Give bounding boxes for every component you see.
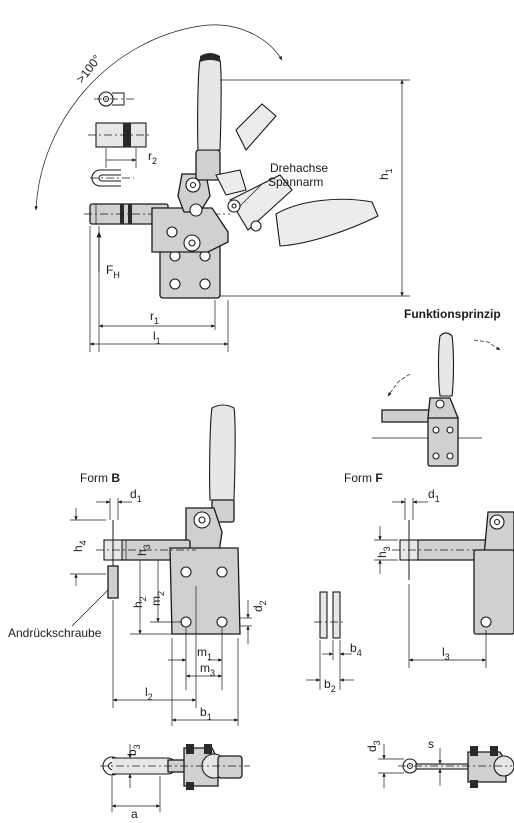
handle-closed [195, 53, 222, 181]
form-b-view: Form B d1 h4 h3 [8, 404, 268, 726]
m3-label: m3 [200, 661, 215, 678]
a-label: a [131, 807, 138, 821]
principle-arrow-left [387, 373, 411, 397]
form-f-top-view: d3 s [365, 737, 514, 788]
h2-label: h2 [131, 596, 148, 608]
h3f-label: h3 [375, 546, 392, 558]
form-b-handle [209, 404, 236, 501]
d3-label: d3 [365, 740, 382, 752]
principle-title: Funktionsprinzip [404, 307, 501, 321]
b3-label: b3 [125, 744, 142, 756]
l3-label: l3 [442, 645, 450, 662]
form-b-top-view: b3 a [100, 744, 250, 821]
main-view: >100° r2 [34, 24, 410, 352]
b4-label: b4 [350, 641, 362, 658]
form-f-view: Form F d1 h3 l3 [344, 471, 514, 668]
d1-label: d1 [130, 487, 142, 504]
m1-label: m1 [197, 645, 212, 662]
b2-label: b2 [324, 677, 336, 694]
handle-open-ghost [215, 103, 379, 247]
h1-label: h1 [377, 168, 394, 180]
h3-label: h3 [135, 544, 152, 556]
form-f-title: Form F [344, 471, 383, 485]
s-label: s [428, 737, 434, 751]
detail-block [88, 122, 152, 148]
clamp-spindle [84, 203, 230, 225]
fh-label: FH [106, 263, 120, 280]
screw-label: Andrückschraube [8, 626, 102, 640]
d2-label: d2 [251, 600, 268, 612]
r1-label: r1 [150, 309, 159, 326]
form-b-title: Form B [80, 471, 120, 485]
detail-fork [90, 169, 134, 187]
b1-label: b1 [200, 705, 212, 722]
d1f-label: d1 [428, 487, 440, 504]
principle-view: Funktionsprinzip [372, 307, 501, 467]
l2-label: l2 [145, 685, 153, 702]
detail-eye [94, 91, 134, 107]
r2-label: r2 [148, 149, 157, 166]
pivot-label-line1: Drehachse [270, 161, 328, 175]
opening-angle-arc [34, 24, 283, 211]
b2-b4-section: b4 b2 [306, 591, 362, 694]
pivot-label-line2: Spannarm [268, 175, 323, 189]
angle-label: >100° [73, 52, 104, 86]
m2-label: m2 [149, 591, 166, 606]
principle-arrow-up [473, 339, 501, 351]
form-b-base [169, 547, 241, 635]
l1-label: l1 [153, 329, 161, 346]
clamp-arm [151, 207, 229, 253]
h4-label: h4 [71, 540, 88, 552]
